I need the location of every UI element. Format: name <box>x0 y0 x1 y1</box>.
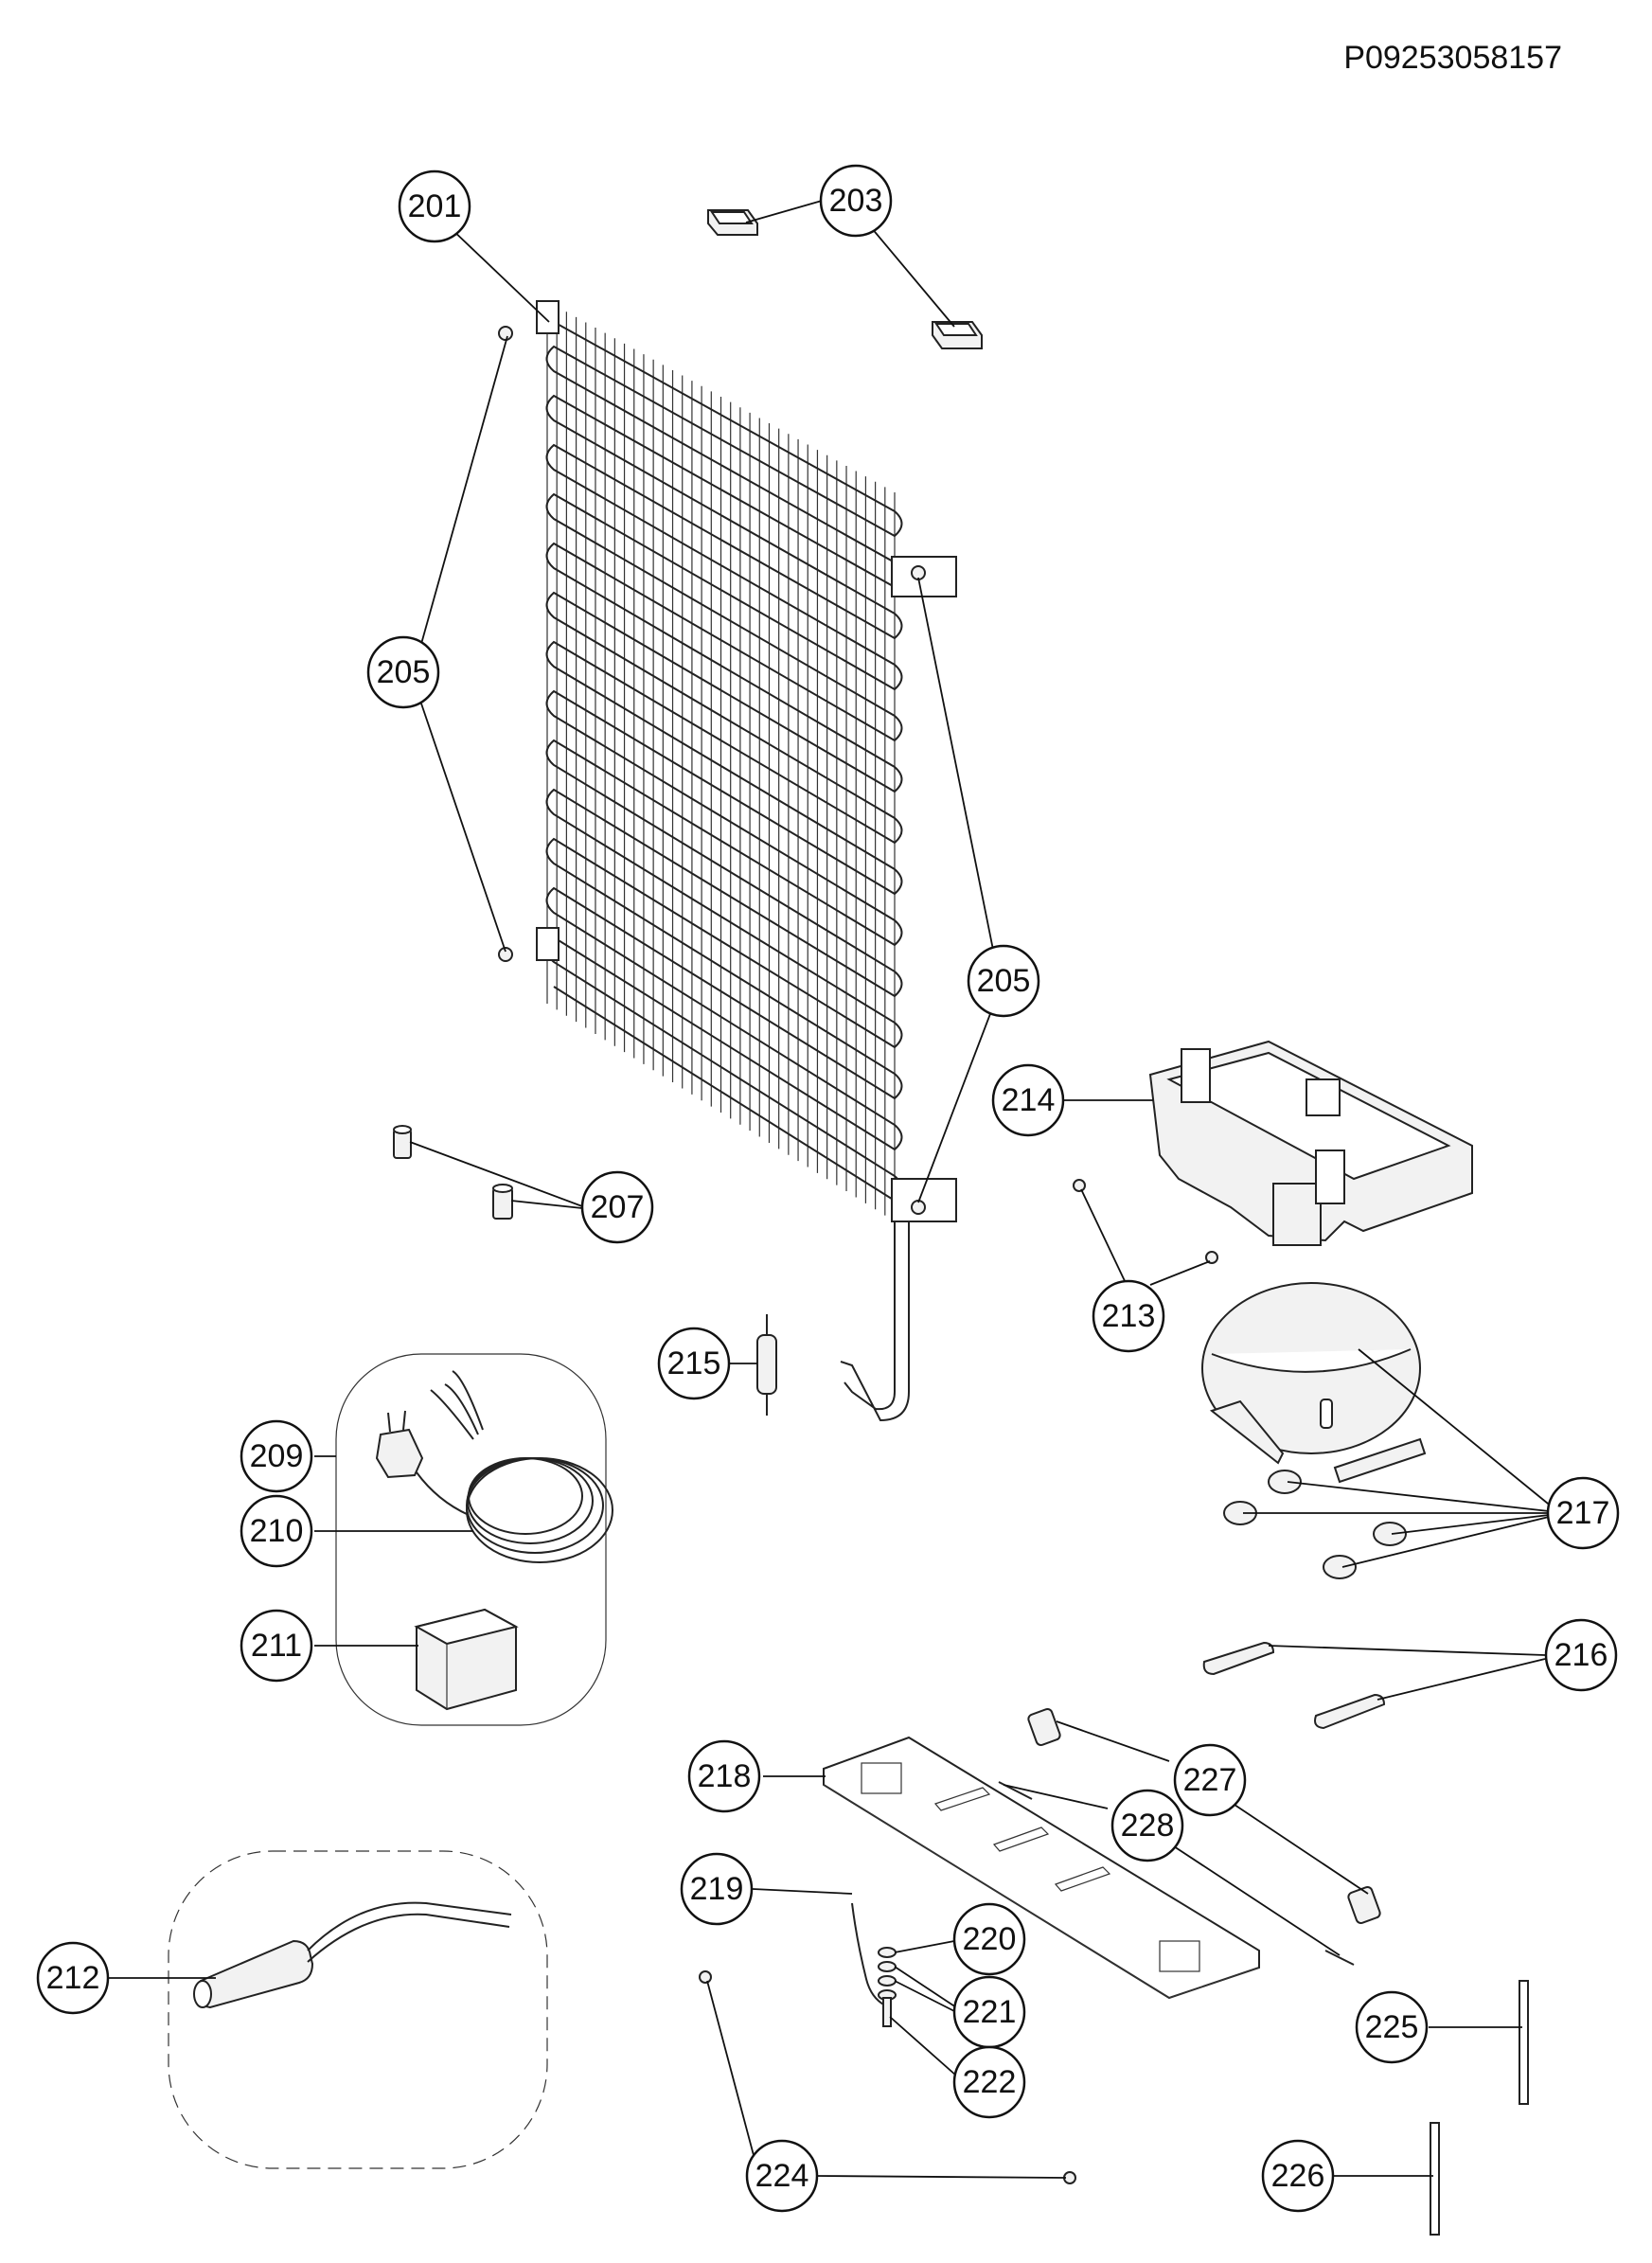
svg-text:215: 215 <box>667 1345 721 1381</box>
svg-text:226: 226 <box>1271 2158 1325 2194</box>
svg-text:205: 205 <box>977 963 1031 999</box>
svg-text:217: 217 <box>1556 1495 1610 1531</box>
condenser-part-201 <box>536 300 957 1422</box>
callout-222: 222 <box>952 2045 1026 2119</box>
screw-part-213 <box>1073 1179 1218 1264</box>
condenser-tab-right-bottom <box>891 1178 957 1222</box>
sensor-group-212 <box>168 1850 548 2169</box>
svg-text:216: 216 <box>1554 1637 1608 1673</box>
document-code: P09253058157 <box>1343 40 1562 76</box>
bracket-part-216 <box>1202 1641 1386 1730</box>
tube-part-225-226 <box>1430 1980 1529 2236</box>
svg-text:205: 205 <box>377 654 431 690</box>
callout-225: 225 <box>1355 1990 1429 2064</box>
callout-224: 224 <box>745 2139 819 2213</box>
callout-212: 212 <box>36 1941 110 2015</box>
condenser-serpentine-tube <box>545 321 903 1203</box>
hardware-219-222 <box>851 1902 897 2027</box>
filter-drier-part-215 <box>756 1314 777 1416</box>
part-227-228 <box>998 1707 1381 1966</box>
condenser-outlet-tube <box>840 1198 910 1422</box>
callout-220: 220 <box>952 1902 1026 1976</box>
callout-215: 215 <box>657 1327 731 1400</box>
condenser-tab-top-left <box>536 300 560 334</box>
callout-213: 213 <box>1092 1279 1165 1353</box>
callout-210: 210 <box>240 1494 313 1568</box>
svg-text:225: 225 <box>1365 2009 1419 2045</box>
svg-text:219: 219 <box>690 1871 744 1907</box>
callout-221: 221 <box>952 1975 1026 2049</box>
svg-text:214: 214 <box>1002 1082 1056 1118</box>
svg-text:213: 213 <box>1102 1298 1156 1334</box>
svg-text:211: 211 <box>251 1628 302 1664</box>
power-cord-group <box>335 1353 613 1726</box>
base-plate-part-218 <box>823 1736 1260 2000</box>
callout-201: 201 <box>398 169 471 243</box>
callout-216: 216 <box>1544 1618 1618 1692</box>
callout-219: 219 <box>680 1852 754 1926</box>
svg-text:209: 209 <box>250 1438 304 1474</box>
callout-205-left: 205 <box>366 635 440 709</box>
svg-text:203: 203 <box>829 183 883 219</box>
svg-text:220: 220 <box>963 1921 1017 1957</box>
compressor-part-217 <box>1201 1282 1427 1579</box>
svg-text:221: 221 <box>963 1994 1017 2030</box>
cap-part-203 <box>707 209 983 349</box>
svg-text:224: 224 <box>755 2158 809 2194</box>
condenser-tab-bottom-left <box>536 927 560 961</box>
svg-text:227: 227 <box>1183 1762 1237 1798</box>
callout-205-right: 205 <box>967 944 1040 1018</box>
callout-227: 227 <box>1173 1743 1247 1817</box>
svg-text:228: 228 <box>1121 1808 1175 1844</box>
screw-part-205 <box>498 326 926 1215</box>
condenser-wire-grid <box>546 301 896 1221</box>
callout-209: 209 <box>240 1419 313 1493</box>
callout-218: 218 <box>687 1739 761 1813</box>
leader-lines <box>107 200 1554 2179</box>
svg-text:222: 222 <box>963 2064 1017 2100</box>
callout-211: 211 <box>240 1609 313 1683</box>
svg-text:210: 210 <box>250 1513 304 1549</box>
svg-text:218: 218 <box>698 1758 752 1794</box>
spacer-part-207 <box>393 1125 513 1220</box>
svg-text:201: 201 <box>408 188 462 224</box>
svg-text:212: 212 <box>46 1960 100 1996</box>
callout-207: 207 <box>580 1170 654 1244</box>
screw-part-224 <box>699 1970 1076 2184</box>
svg-text:207: 207 <box>591 1189 645 1225</box>
callout-214: 214 <box>991 1063 1065 1137</box>
callout-228: 228 <box>1110 1789 1184 1862</box>
compressor-tray-part-214 <box>1148 1040 1473 1246</box>
callout-226: 226 <box>1261 2139 1335 2213</box>
callout-203: 203 <box>819 164 893 238</box>
callout-217: 217 <box>1546 1476 1620 1550</box>
